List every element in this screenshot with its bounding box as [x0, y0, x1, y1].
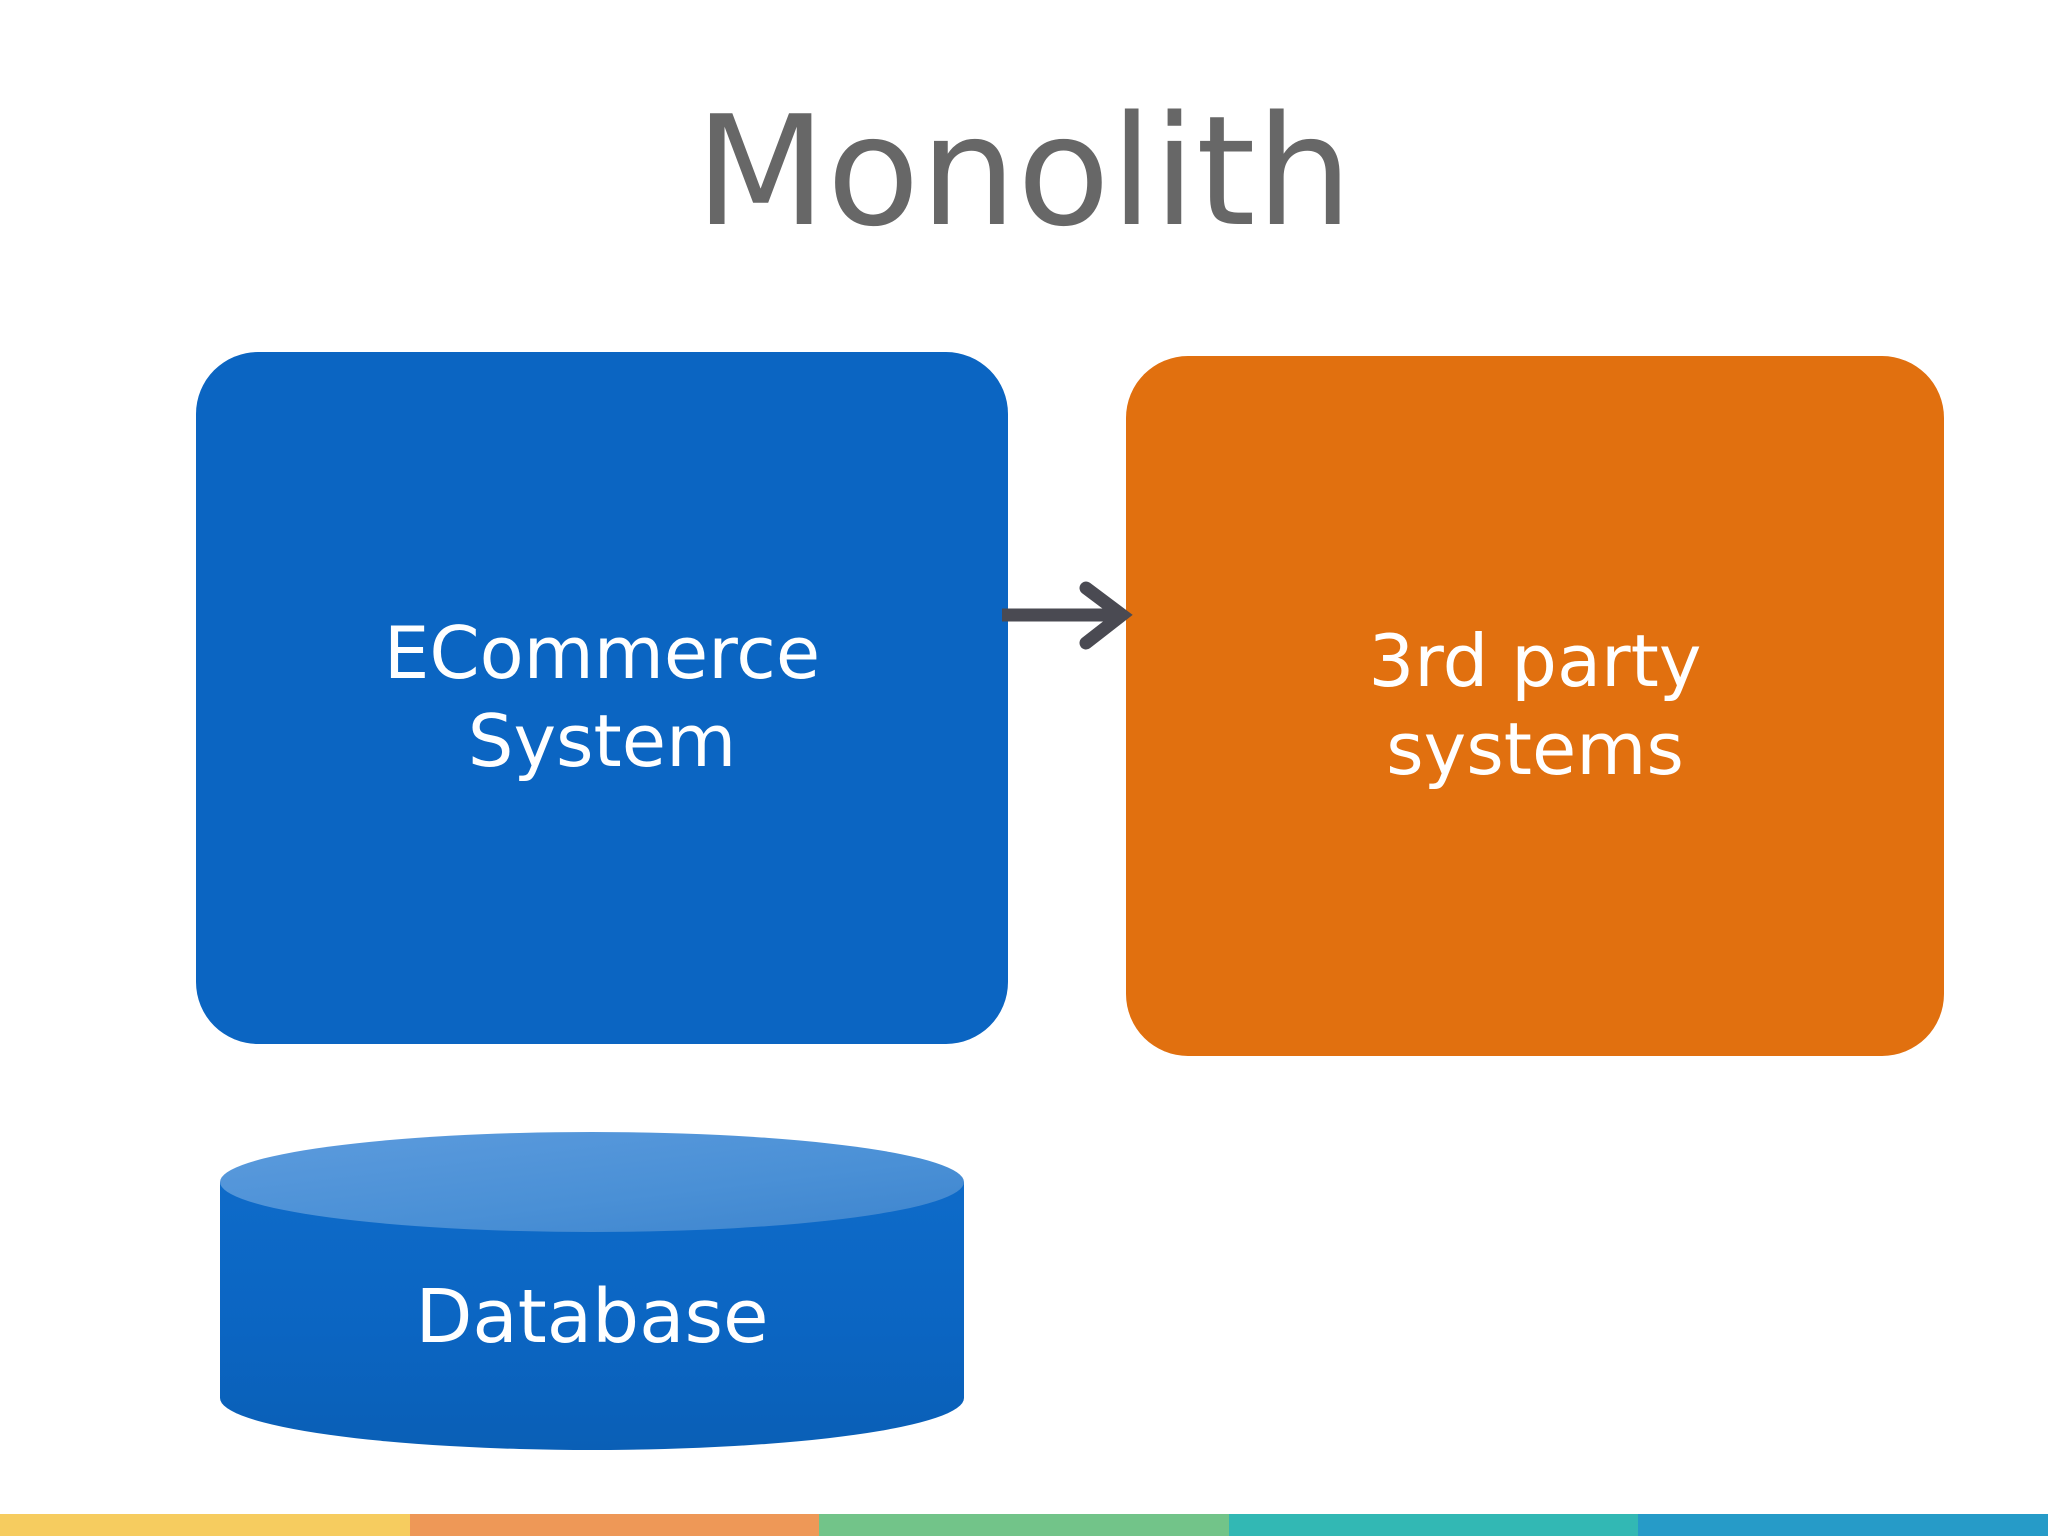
page-title: Monolith	[695, 83, 1353, 260]
strip-band-orange	[409, 1514, 820, 1536]
node-database[interactable]	[218, 1130, 966, 1450]
strip-band-teal	[1228, 1514, 1639, 1536]
strip-band-yellow	[0, 1514, 410, 1536]
node-ecommerce-system-label: ECommerce System	[383, 611, 821, 783]
connector-ecommerce-to-third-party[interactable]	[1000, 560, 1140, 670]
node-third-party-systems-label: 3rd party systems	[1368, 619, 1702, 791]
strip-band-blue	[1638, 1514, 2048, 1536]
node-ecommerce-system[interactable]: ECommerce System	[196, 352, 1008, 1044]
node-third-party-systems[interactable]: 3rd party systems	[1126, 356, 1944, 1056]
arrow-right-icon	[1002, 581, 1133, 650]
strip-band-green	[819, 1514, 1229, 1536]
database-cylinder-icon	[220, 1132, 964, 1450]
bottom-color-strip	[0, 1514, 2048, 1536]
